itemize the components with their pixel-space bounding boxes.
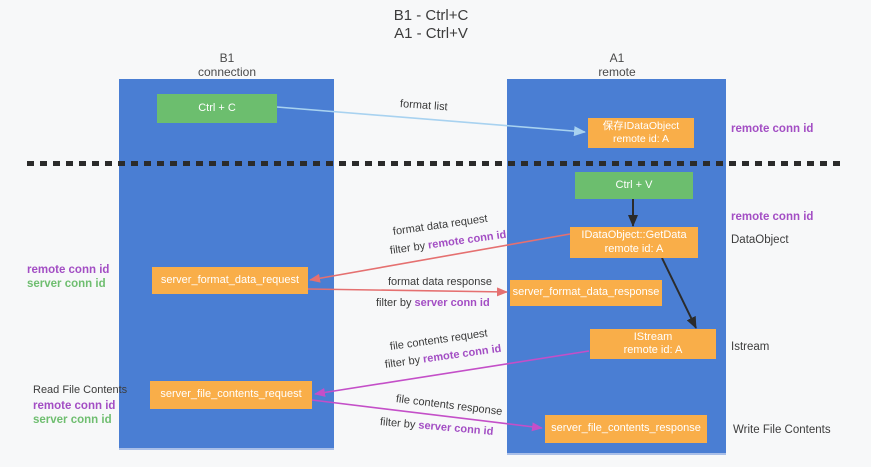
remote-conn-id-label-mid: remote conn id bbox=[731, 211, 814, 223]
remote-conn-id-label-left2: remote conn id bbox=[33, 400, 116, 412]
format-list-label: format list bbox=[399, 98, 448, 114]
read-file-contents-label: Read File Contents bbox=[33, 384, 128, 396]
server-format-data-request-box: server_format_data_request bbox=[152, 267, 308, 294]
format-data-response-arrow bbox=[307, 287, 508, 297]
lifeline-a1-header: A1 remote bbox=[557, 51, 677, 79]
file-contents-response-label: file contents response bbox=[395, 393, 503, 418]
getdata-box: IDataObject::GetData remote id: A bbox=[570, 227, 698, 258]
file-contents-response-filter: filter by server conn id bbox=[379, 416, 493, 438]
diagram-title-line2: A1 - Ctrl+V bbox=[394, 25, 468, 42]
server-file-contents-request-label: server_file_contents_request bbox=[160, 388, 302, 401]
diagram-title: B1 - Ctrl+C A1 - Ctrl+V bbox=[371, 7, 491, 43]
server-conn-id-key: server conn id bbox=[417, 419, 494, 438]
getdata-line2: remote id: A bbox=[604, 242, 664, 255]
server-conn-id-key: server conn id bbox=[414, 297, 490, 309]
server-file-contents-response-label: server_file_contents_response bbox=[551, 422, 701, 435]
format-data-response-filter: filter by server conn id bbox=[376, 297, 490, 309]
filter-by-text: filter by bbox=[384, 353, 424, 371]
lifeline-b1-name: B1 bbox=[219, 51, 235, 65]
filter-by-text: filter by bbox=[389, 239, 429, 257]
istream-line1: IStream bbox=[633, 330, 673, 343]
save-idataobject-line2: remote id: A bbox=[612, 133, 670, 145]
filter-by-text: filter by bbox=[376, 297, 415, 309]
diagram-title-line1: B1 - Ctrl+C bbox=[393, 7, 469, 24]
server-conn-id-label-left2: server conn id bbox=[33, 414, 112, 426]
remote-conn-id-key: remote conn id bbox=[427, 228, 508, 252]
session-divider bbox=[27, 161, 845, 166]
server-file-contents-request-box: server_file_contents_request bbox=[150, 381, 312, 409]
getdata-line1: IDataObject::GetData bbox=[581, 229, 687, 241]
server-format-data-response-box: server_format_data_response bbox=[510, 280, 662, 306]
lifeline-a1-role: remote bbox=[598, 65, 636, 79]
server-format-data-response-label: server_format_data_response bbox=[512, 286, 660, 299]
write-file-contents-label: Write File Contents bbox=[733, 424, 831, 436]
filter-by-text: filter by bbox=[379, 416, 419, 432]
lifeline-b1-role: connection bbox=[197, 65, 257, 79]
save-idataobject-line1: 保存IDataObject bbox=[602, 119, 680, 132]
server-conn-id-label-left1: server conn id bbox=[27, 278, 106, 290]
ctrl-v-box: Ctrl + V bbox=[575, 172, 693, 199]
istream-line2: remote id: A bbox=[623, 344, 683, 356]
save-idataobject-box: 保存IDataObject remote id: A bbox=[588, 118, 694, 148]
ctrl-c-label: Ctrl + C bbox=[198, 101, 236, 114]
server-file-contents-response-box: server_file_contents_response bbox=[545, 415, 707, 443]
remote-conn-id-label-top: remote conn id bbox=[731, 123, 814, 135]
lifeline-a1-name: A1 bbox=[609, 51, 625, 65]
remote-conn-id-label-left1: remote conn id bbox=[27, 264, 110, 276]
ctrl-v-label: Ctrl + V bbox=[615, 178, 653, 191]
format-data-response-label: format data response bbox=[388, 276, 492, 288]
lifeline-b1-header: B1 connection bbox=[167, 51, 287, 79]
server-format-data-request-label: server_format_data_request bbox=[160, 273, 300, 286]
istream-side-label: Istream bbox=[731, 341, 770, 353]
ctrl-c-box: Ctrl + C bbox=[157, 94, 277, 123]
istream-box: IStream remote id: A bbox=[590, 329, 716, 359]
dataobject-label: DataObject bbox=[731, 234, 789, 246]
